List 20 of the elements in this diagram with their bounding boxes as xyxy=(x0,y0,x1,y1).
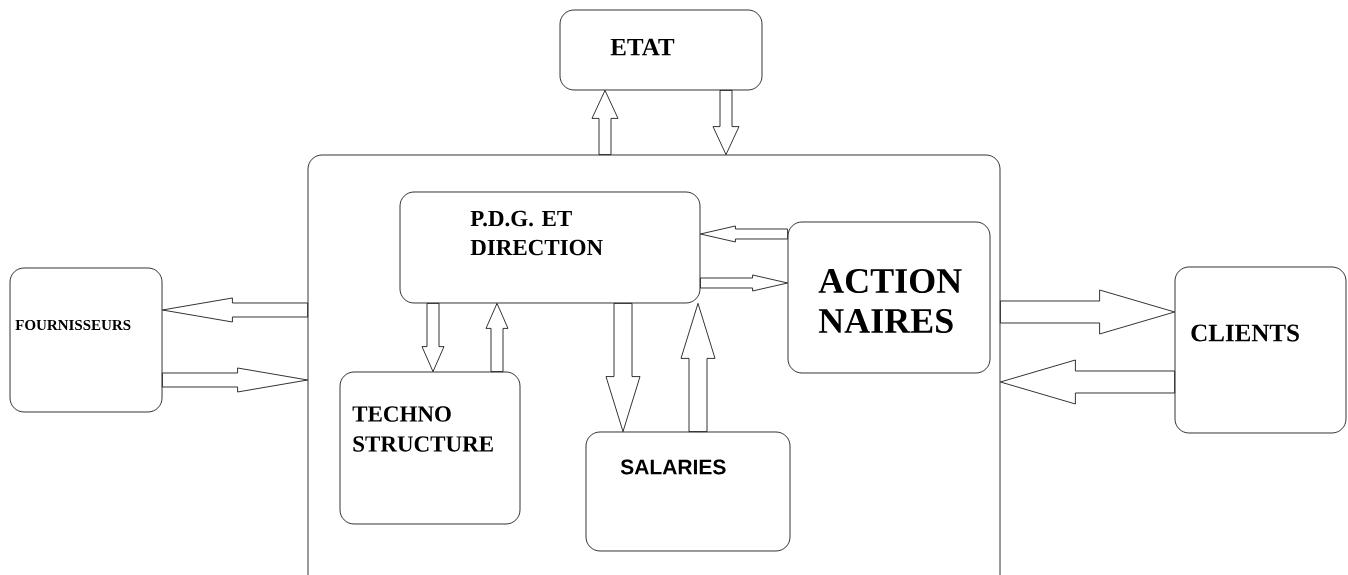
block-arrow xyxy=(680,303,716,432)
block-arrow xyxy=(162,367,308,393)
container-box xyxy=(307,154,1001,575)
block-arrow xyxy=(162,297,308,323)
process-box: CLIENTS xyxy=(1174,266,1347,434)
block-arrow xyxy=(421,303,445,372)
process-box: P.D.G. ET DIRECTION xyxy=(399,191,701,304)
block-arrow xyxy=(485,303,509,372)
block-arrow xyxy=(591,90,619,155)
process-box: TECHNO STRUCTURE xyxy=(339,371,521,525)
process-box: ETAT xyxy=(559,9,763,91)
block-arrow xyxy=(1000,359,1175,405)
process-box: SALARIES xyxy=(585,431,791,552)
block-arrow xyxy=(712,90,740,155)
block-arrow xyxy=(1000,289,1175,335)
block-arrow xyxy=(605,303,641,432)
block-arrow xyxy=(700,274,788,292)
process-box: ACTION NAIRES xyxy=(787,221,991,374)
block-arrow xyxy=(700,225,788,243)
process-box: FOURNISSEURS xyxy=(9,267,163,413)
